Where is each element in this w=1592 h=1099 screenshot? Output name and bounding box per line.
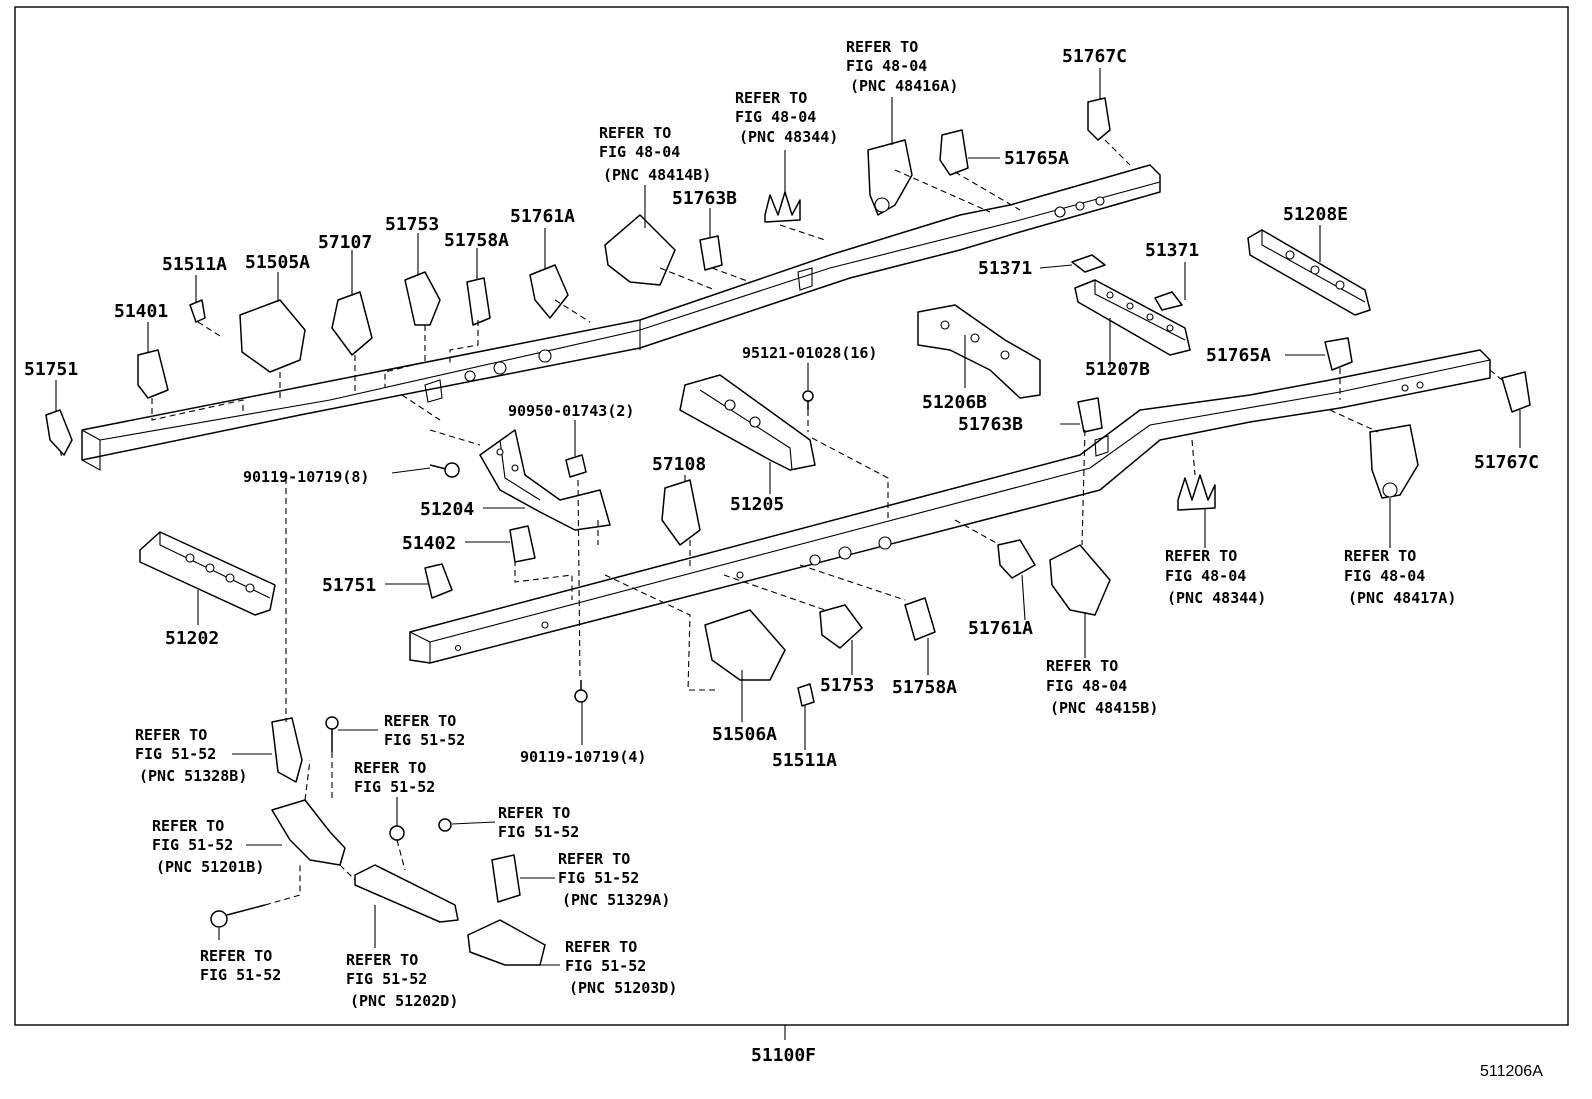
right-frame-rail [409, 349, 1491, 664]
ref-51202D: REFER TO FIG 51-52 (PNC 51202D) [346, 951, 458, 1010]
callout-51765A-top: 51765A [1004, 148, 1069, 169]
callout-51206B: 51206B [922, 392, 987, 413]
callout-90119-a: 90119-10719(8) [243, 468, 369, 486]
callout-51207B: 51207B [1085, 359, 1150, 380]
ref-48344-top: REFER TO FIG 48-04 (PNC 48344) [735, 89, 838, 146]
ref-51201B: REFER TO FIG 51-52 (PNC 51201B) [152, 817, 264, 876]
bracket-shapes [45, 97, 1531, 707]
ref-48416A: REFER TO FIG 48-04 (PNC 48416A) [846, 38, 958, 95]
callout-51751-mid: 51751 [322, 575, 376, 596]
reference-labels: REFER TO FIG 48-04 (PNC 48416A) REFER TO… [135, 38, 1456, 1010]
callout-51401: 51401 [114, 301, 168, 322]
diagram-border [14, 6, 1569, 1026]
callout-90950: 90950-01743(2) [508, 402, 634, 420]
callout-57108: 57108 [652, 454, 706, 475]
callout-51751-left: 51751 [24, 359, 78, 380]
ref-48414B: REFER TO FIG 48-04 (PNC 48414B) [599, 124, 711, 184]
ref-48417A: REFER TO FIG 48-04 (PNC 48417A) [1344, 547, 1456, 607]
left-frame-rail [81, 164, 1161, 471]
assembly-number: 51100F [751, 1045, 816, 1066]
part-number-labels: 51767C 51767C 51765A 51765A 51763B 51763… [24, 46, 1539, 771]
ref-bolt-bottom: REFER TO FIG 51-52 [200, 947, 281, 984]
callout-90119-b: 90119-10719(4) [520, 748, 646, 766]
callout-51761A-bottom: 51761A [968, 618, 1033, 639]
ref-51203D: REFER TO FIG 51-52 (PNC 51203D) [565, 938, 677, 997]
leader-lines [55, 68, 1521, 966]
callout-51506A: 51506A [712, 724, 777, 745]
callout-51511A-bottom: 51511A [772, 750, 837, 771]
figure-id: 511206A [1480, 1063, 1543, 1080]
ref-51328B: REFER TO FIG 51-52 (PNC 51328B) [135, 726, 247, 785]
callout-51202: 51202 [165, 628, 219, 649]
callout-51761A-top: 51761A [510, 206, 575, 227]
callout-51765A-right: 51765A [1206, 345, 1271, 366]
crossmember-51202 [139, 531, 276, 616]
crossmember-51205 [679, 374, 816, 471]
callout-51511A-top: 51511A [162, 254, 227, 275]
callout-51763B-top: 51763B [672, 188, 737, 209]
ref-51329A: REFER TO FIG 51-52 (PNC 51329A) [558, 850, 670, 909]
crossmember-51208E [1247, 229, 1371, 316]
crossmember-51206B [917, 304, 1041, 399]
callout-51371-b: 51371 [1145, 240, 1199, 261]
callout-51204: 51204 [420, 499, 474, 520]
installation-lines [59, 139, 1503, 906]
callout-51505A: 51505A [245, 252, 310, 273]
callout-51402: 51402 [402, 533, 456, 554]
ref-48415B: REFER TO FIG 48-04 (PNC 48415B) [1046, 657, 1158, 717]
ref-48344-bottom: REFER TO FIG 48-04 (PNC 48344) [1165, 547, 1266, 607]
ref-washer: REFER TO FIG 51-52 [354, 759, 435, 796]
crossmember-51204 [479, 429, 611, 531]
callout-51205: 51205 [730, 494, 784, 515]
callout-51767C-right: 51767C [1474, 452, 1539, 473]
callout-95121: 95121-01028(16) [742, 344, 877, 362]
callout-51758A-bottom: 51758A [892, 677, 957, 698]
ref-nut: REFER TO FIG 51-52 [498, 804, 579, 841]
callout-57107: 57107 [318, 232, 372, 253]
crossmember-51207B [1074, 279, 1191, 356]
callout-51208E: 51208E [1283, 204, 1348, 225]
callout-51753-bottom: 51753 [820, 675, 874, 696]
ref-bolt-top: REFER TO FIG 51-52 [384, 712, 465, 749]
callout-51763B-right: 51763B [958, 414, 1023, 435]
callout-51758A-top: 51758A [444, 230, 509, 251]
callout-51371-a: 51371 [978, 258, 1032, 279]
callout-51753-top: 51753 [385, 214, 439, 235]
callout-51767C-top: 51767C [1062, 46, 1127, 67]
